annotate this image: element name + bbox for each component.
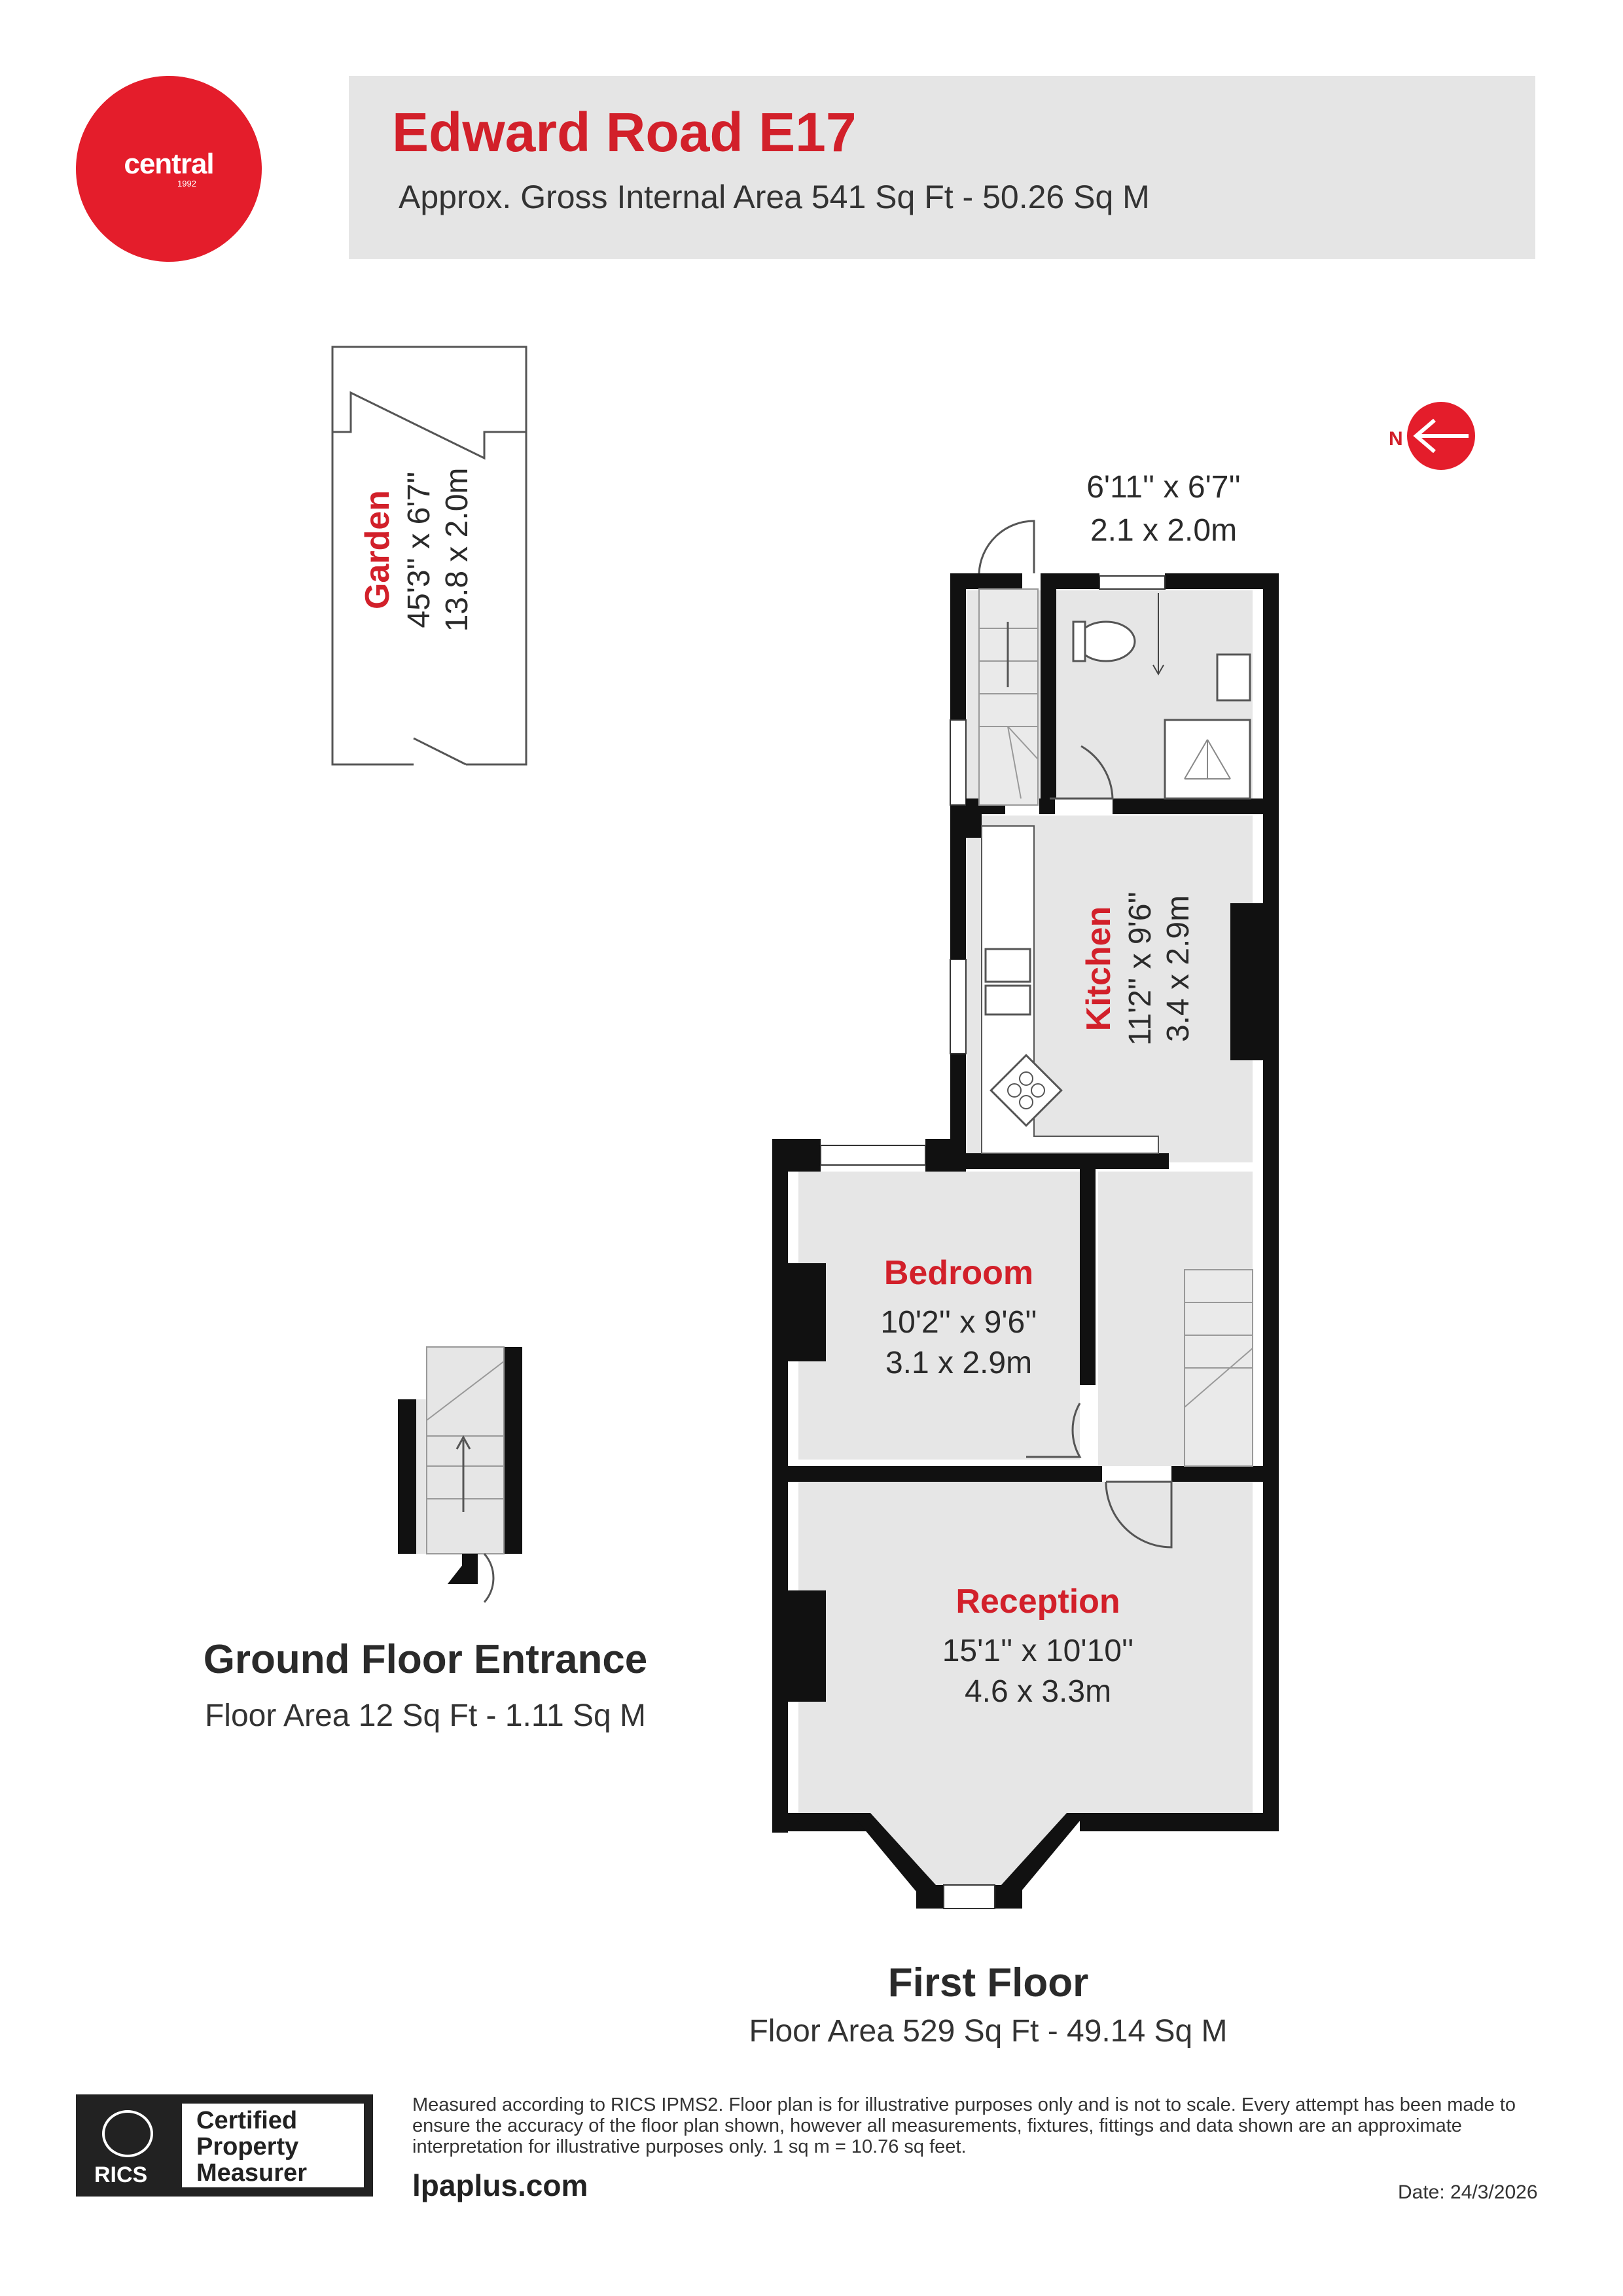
bedroom-label: Bedroom: [884, 1254, 1033, 1292]
brand-logo: central 1992: [76, 76, 262, 262]
cert-line-3: Measurer: [196, 2159, 307, 2187]
disclaimer-text: Measured according to RICS IPMS2. Floor …: [412, 2094, 1516, 2157]
certified-measurer-box: Certified Property Measurer: [179, 2101, 366, 2190]
logo-year: 1992: [177, 179, 196, 188]
kitchen-dim-metric: 3.4 x 2.9m: [1161, 895, 1196, 1042]
bathroom-dim-metric: 2.1 x 2.0m: [1090, 513, 1237, 548]
garden-dim-imperial: 45'3'' x 6'7'': [402, 471, 437, 628]
kitchen-dim-imperial: 11'2'' x 9'6'': [1123, 891, 1158, 1046]
ground-entrance-plan: [398, 1346, 522, 1603]
bedroom-dim-metric: 3.1 x 2.9m: [885, 1346, 1032, 1380]
bedroom-dim-imperial: 10'2'' x 9'6'': [880, 1305, 1037, 1340]
reception-dim-metric: 4.6 x 3.3m: [965, 1674, 1111, 1709]
header-panel: Edward Road E17 Approx. Gross Internal A…: [349, 76, 1535, 259]
page-title: Edward Road E17: [392, 101, 857, 163]
rics-badge: RICS Certified Property Measurer: [76, 2094, 373, 2197]
rics-lion-icon: [102, 2110, 153, 2157]
plan-date: Date: 24/3/2026: [1398, 2181, 1538, 2203]
ground-floor-title: Ground Floor Entrance: [203, 1637, 648, 1682]
north-compass: N: [1389, 402, 1475, 470]
ground-floor-area: Floor Area 12 Sq Ft - 1.11 Sq M: [204, 1698, 647, 1733]
reception-label: Reception: [955, 1583, 1120, 1621]
logo-text: central: [124, 148, 214, 180]
website-link[interactable]: lpaplus.com: [412, 2168, 588, 2202]
garden-area: Garden 45'3'' x 6'7'' 13.8 x 2.0m: [331, 346, 527, 766]
first-floor-plan: [772, 520, 1279, 1909]
cert-line-1: Certified: [196, 2107, 298, 2134]
kitchen-label: Kitchen: [1080, 906, 1118, 1031]
rics-word: RICS: [94, 2162, 148, 2187]
garden-dim-metric: 13.8 x 2.0m: [440, 468, 474, 632]
first-floor-title: First Floor: [887, 1960, 1089, 2005]
gross-area-subtitle: Approx. Gross Internal Area 541 Sq Ft - …: [399, 179, 1150, 215]
first-floor-area: Floor Area 529 Sq Ft - 49.14 Sq M: [749, 2014, 1228, 2049]
reception-dim-imperial: 15'1'' x 10'10'': [942, 1634, 1134, 1668]
bathroom-dim-imperial: 6'11'' x 6'7'': [1086, 470, 1241, 505]
cert-line-2: Property: [196, 2133, 299, 2161]
compass-north-label: N: [1389, 428, 1403, 450]
garden-label: Garden: [359, 490, 397, 609]
